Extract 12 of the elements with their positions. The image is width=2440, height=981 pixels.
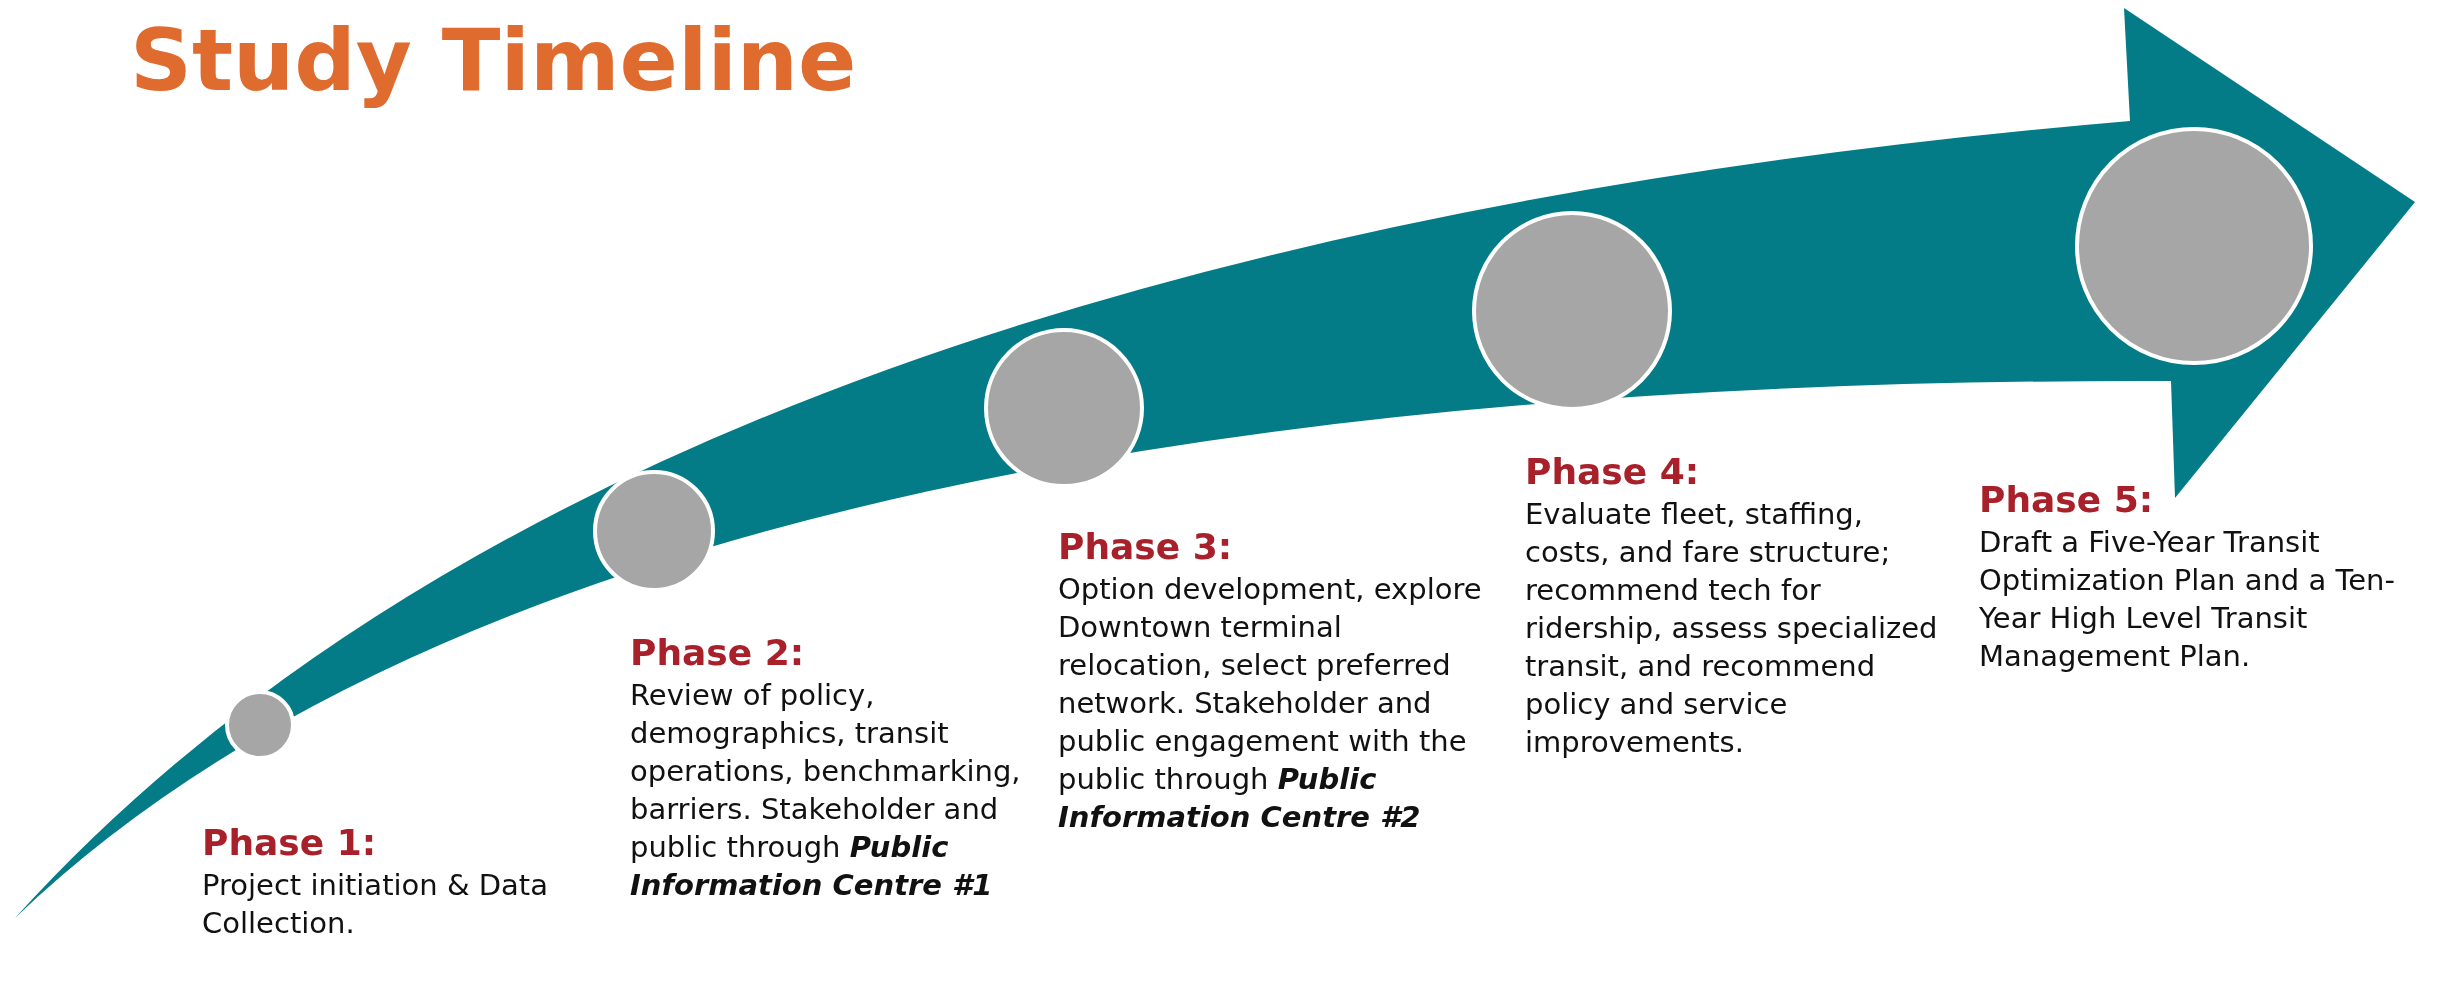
title: Study Timeline: [130, 10, 857, 110]
phase-heading: Phase 2:: [630, 632, 805, 673]
phase-heading: Phase 1:: [202, 822, 377, 863]
phase-description: Review of policy, demographics, transit operations, benchmarking, barriers. Stakeholder and public through Public Information Centre #1: [630, 677, 1022, 904]
phase-circle: [2074, 126, 2314, 366]
phase-description: Project initiation & Data Collection.: [202, 867, 549, 942]
phase-description: Draft a Five-Year Transit Optimization Plan and a Ten-Year High Level Transit Management Plan.: [1979, 524, 2396, 675]
phase-description: Evaluate fleet, staffing, costs, and fare structure; recommend tech for ridership, assess specialized transit, and recommend policy and service improvements.: [1525, 496, 1939, 761]
phase-heading: Phase 4:: [1525, 451, 1700, 492]
phase-description: Option development, explore Downtown terminal relocation, select preferred network. Stakeholder and public engagement with the public through Public Information Centre #2: [1058, 571, 1483, 836]
phase-heading: Phase 5:: [1979, 479, 2154, 520]
phase-heading: Phase 3:: [1058, 526, 1233, 567]
